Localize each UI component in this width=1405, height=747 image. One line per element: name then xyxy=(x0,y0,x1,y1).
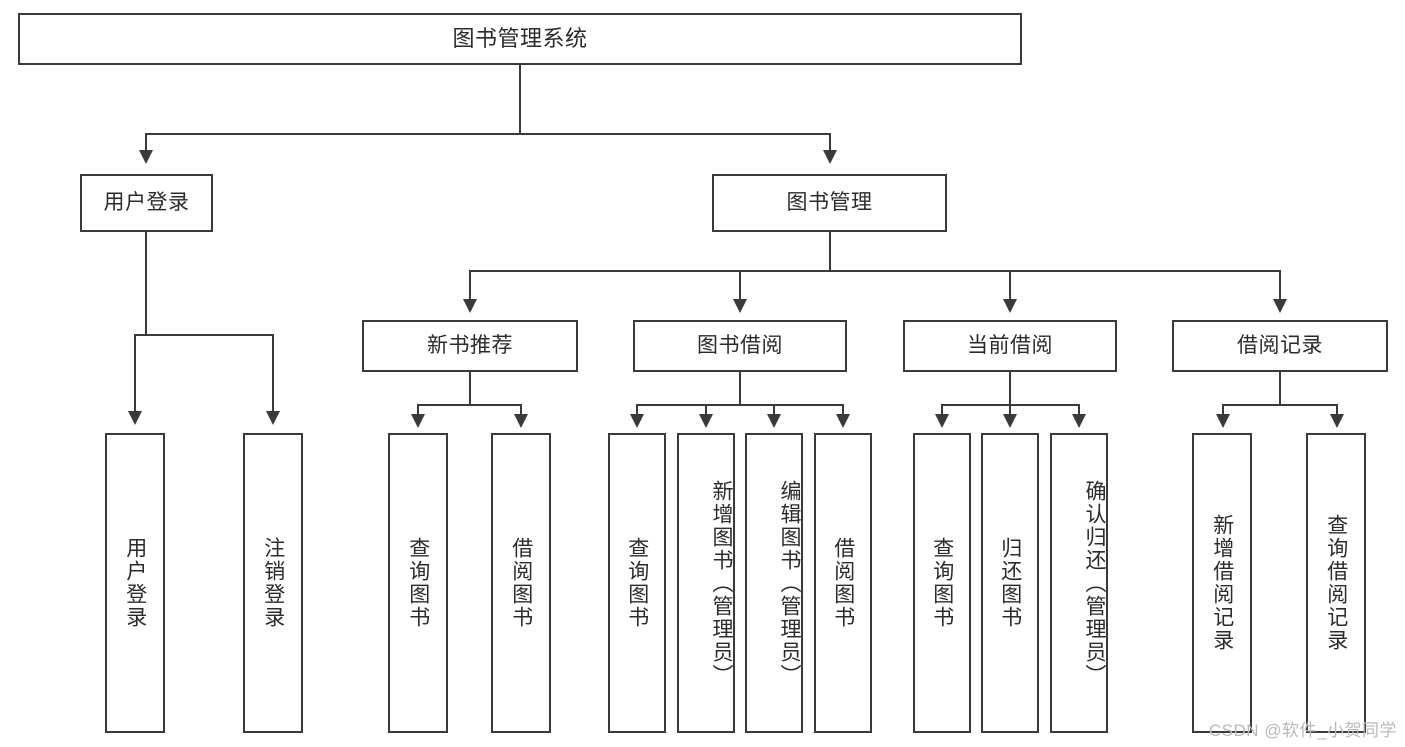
node-label: 用户登录 xyxy=(123,537,147,629)
arrowhead-root-to-book-management xyxy=(823,150,837,164)
arrowhead-br-leaf-1 xyxy=(1216,414,1230,428)
arrowhead-cb-leaf-2 xyxy=(1003,414,1017,428)
connector-cb-branch-2 xyxy=(1009,404,1011,416)
node-label: 新书推荐 xyxy=(427,334,513,358)
node-current-borrow[interactable]: 当前借阅 xyxy=(903,320,1117,372)
connector-nbr-branch-1 xyxy=(417,404,419,416)
arrowhead-br-leaf-2 xyxy=(1330,414,1344,428)
node-label: 借阅图书 xyxy=(509,537,533,629)
connector-bb-branch-3 xyxy=(773,404,775,416)
leaf-borrow-record-add-record[interactable]: 新增借阅记录 xyxy=(1192,433,1252,733)
node-label: 图书管理系统 xyxy=(452,25,588,51)
node-label: 借阅记录 xyxy=(1237,334,1323,358)
leaf-current-borrow-return-book[interactable]: 归还图书 xyxy=(981,433,1039,733)
node-label: 归还图书 xyxy=(998,537,1022,629)
node-label: 编辑图书（管理员） xyxy=(778,479,801,687)
connector-bb-stem xyxy=(739,372,741,406)
leaf-new-book-query-book[interactable]: 查询图书 xyxy=(388,433,448,733)
arrowhead-user-login-leaf-2 xyxy=(266,411,280,425)
arrowhead-cb-leaf-3 xyxy=(1072,414,1086,428)
arrowhead-bm-to-borrow-record xyxy=(1273,299,1287,313)
connector-bb-branch-4 xyxy=(842,404,844,416)
watermark-text: CSDN @软件_小贺同学 xyxy=(1208,721,1397,740)
node-book-borrow[interactable]: 图书借阅 xyxy=(633,320,847,372)
arrowhead-bm-to-new-book-recommend xyxy=(463,299,477,313)
node-label: 查询图书 xyxy=(406,537,430,629)
node-borrow-record[interactable]: 借阅记录 xyxy=(1172,320,1388,372)
connector-br-stem xyxy=(1279,372,1281,406)
arrowhead-cb-leaf-1 xyxy=(935,414,949,428)
node-book-management[interactable]: 图书管理 xyxy=(712,174,947,232)
connector-br-branch-2 xyxy=(1336,404,1338,416)
node-label: 图书借阅 xyxy=(697,334,783,358)
leaf-book-borrow-edit-book-admin[interactable]: 编辑图书（管理员） xyxy=(745,433,803,733)
connector-user-login-branch-2 xyxy=(272,334,274,414)
connector-bb-bus xyxy=(636,404,844,406)
node-label: 查询借阅记录 xyxy=(1324,514,1348,652)
arrowhead-user-login-leaf-1 xyxy=(128,411,142,425)
connector-bm-branch-1 xyxy=(469,270,471,302)
connector-cb-stem xyxy=(1009,372,1011,406)
arrowhead-bm-to-book-borrow xyxy=(733,299,747,313)
leaf-book-borrow-query-book[interactable]: 查询图书 xyxy=(608,433,666,733)
node-label: 用户登录 xyxy=(103,191,190,215)
node-user-login[interactable]: 用户登录 xyxy=(80,174,213,232)
connector-cb-branch-3 xyxy=(1078,404,1080,416)
leaf-borrow-record-query-record[interactable]: 查询借阅记录 xyxy=(1306,433,1366,733)
connector-user-login-stem xyxy=(145,232,147,336)
arrowhead-bb-leaf-4 xyxy=(836,414,850,428)
arrowhead-bm-to-current-borrow xyxy=(1003,299,1017,313)
connector-user-login-branch-1 xyxy=(134,334,136,414)
node-label: 确认归还（管理员） xyxy=(1083,479,1106,687)
connector-br-bus xyxy=(1222,404,1338,406)
node-label: 查询图书 xyxy=(625,537,649,629)
connector-user-login-bus xyxy=(134,334,274,336)
node-root-book-management-system[interactable]: 图书管理系统 xyxy=(18,13,1022,65)
connector-bb-branch-2 xyxy=(705,404,707,416)
leaf-book-borrow-borrow-book[interactable]: 借阅图书 xyxy=(814,433,872,733)
leaf-book-borrow-add-book-admin[interactable]: 新增图书（管理员） xyxy=(677,433,735,733)
connector-bm-branch-3 xyxy=(1009,270,1011,302)
arrowhead-bb-leaf-3 xyxy=(767,414,781,428)
connector-bm-branch-2 xyxy=(739,270,741,302)
connector-nbr-stem xyxy=(469,372,471,406)
node-label: 当前借阅 xyxy=(967,334,1053,358)
node-label: 注销登录 xyxy=(261,537,285,629)
connector-book-management-stem xyxy=(829,232,831,272)
arrowhead-bb-leaf-1 xyxy=(630,414,644,428)
connector-cb-branch-1 xyxy=(941,404,943,416)
connector-root-stem xyxy=(519,65,521,135)
leaf-current-borrow-query-book[interactable]: 查询图书 xyxy=(913,433,971,733)
connector-root-to-user-login xyxy=(145,133,147,153)
node-label: 新增图书（管理员） xyxy=(710,479,733,687)
connector-br-branch-1 xyxy=(1222,404,1224,416)
node-label: 新增借阅记录 xyxy=(1210,514,1234,652)
arrowhead-root-to-user-login xyxy=(139,150,153,164)
node-label: 查询图书 xyxy=(930,537,954,629)
node-new-book-recommend[interactable]: 新书推荐 xyxy=(362,320,578,372)
leaf-current-borrow-confirm-return-admin[interactable]: 确认归还（管理员） xyxy=(1050,433,1108,733)
node-label: 图书管理 xyxy=(786,191,873,215)
leaf-user-login-login[interactable]: 用户登录 xyxy=(105,433,165,733)
connector-bb-branch-1 xyxy=(636,404,638,416)
connector-root-to-book-management xyxy=(829,133,831,153)
connector-root-bus xyxy=(145,133,831,135)
node-label: 借阅图书 xyxy=(831,537,855,629)
arrowhead-nbr-leaf-2 xyxy=(514,414,528,428)
leaf-new-book-borrow-book[interactable]: 借阅图书 xyxy=(491,433,551,733)
connector-nbr-bus xyxy=(417,404,522,406)
arrowhead-bb-leaf-2 xyxy=(699,414,713,428)
arrowhead-nbr-leaf-1 xyxy=(411,414,425,428)
connector-nbr-branch-2 xyxy=(520,404,522,416)
leaf-user-login-logout[interactable]: 注销登录 xyxy=(243,433,303,733)
connector-book-management-bus xyxy=(469,270,1280,272)
connector-bm-branch-4 xyxy=(1279,270,1281,302)
